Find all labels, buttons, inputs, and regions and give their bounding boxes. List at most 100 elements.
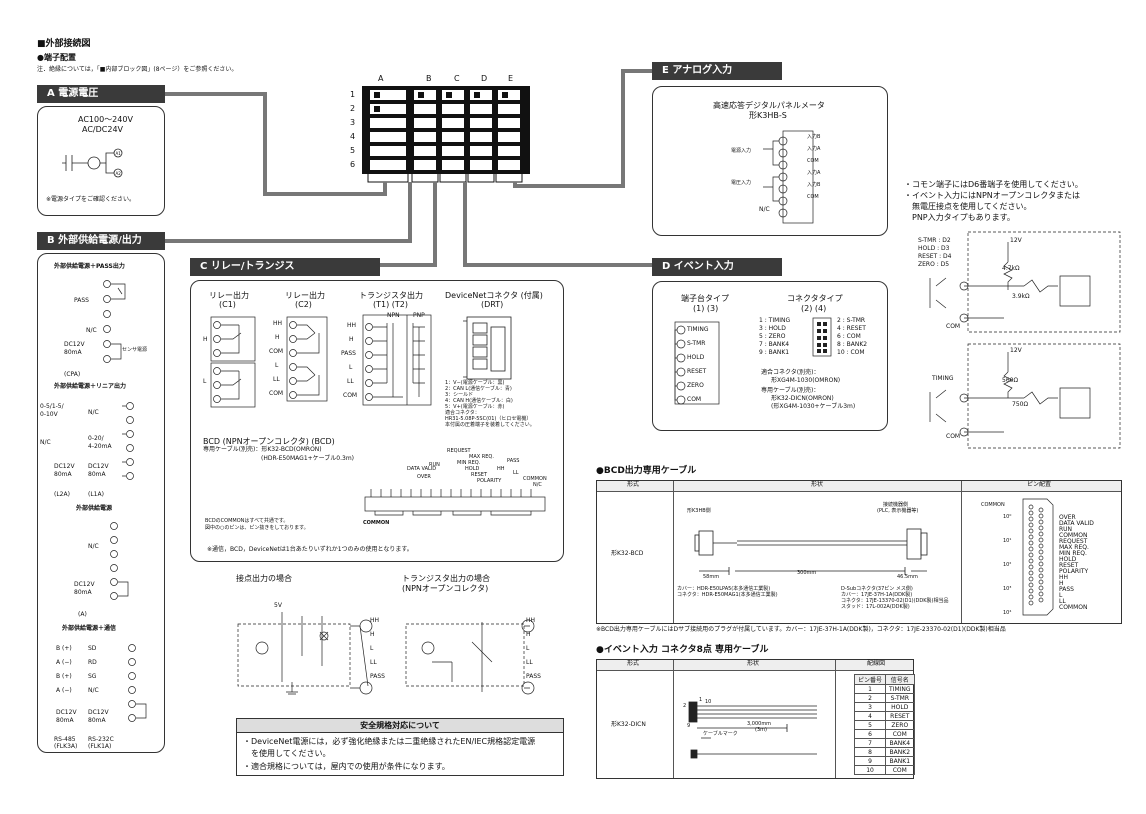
b-g4-r3: B (+) [56,673,72,680]
transistor-output-title: トランジスタ出力の場合 [402,574,490,583]
b-g3-80: 80mA [74,589,92,596]
safety-line-1: ・DeviceNet電源には，必ず強化絶縁または二重絶縁されたEN/IEC規格認… [243,737,536,746]
wiring-header-signal: 信号名 [885,674,915,685]
b-group4-diagram [128,644,147,722]
tr-com: COM [343,392,358,399]
d-terminal-title: 端子台タイプ [681,294,729,303]
contact-output-title: 接点出力の場合 [236,574,292,583]
relay2-code: (C2) [295,300,312,309]
wiring-signal: ZERO [885,720,915,730]
devnet-note-3: 3：シールド [445,392,474,398]
pin-group-3: 10³ [1003,586,1012,592]
bcd-right-spec1: D-Subコネクタ(37ピン メス側) [841,586,913,592]
bcd-cable-footnote: ※BCD出力専用ケーブルにはDサブ接続用のプラグが付属しています。カバー：17J… [596,626,1006,633]
wiring-header-pin: ピン番号 [853,674,887,685]
col-label-a: A [378,74,384,83]
pin-lbl-10: HH [1059,574,1069,581]
d-lbl-zero: ZERO [687,382,704,389]
wiring-pin: 7 [853,738,887,748]
e-lbl-4: 入力A [807,170,821,176]
bcd-cable-table: 形式 形状 ピン配置 形K32-BCD 形K3HB側 接続機器側 (PLC, 表… [596,480,1122,624]
bcd-lbl-minreq: MIN REQ. [457,460,481,466]
e-vin-label: 電圧入力 [731,180,752,186]
bcd-lbl-polarity: POLARITY [477,478,502,484]
bcd-lbl-pass: PASS [507,458,520,464]
wiring-pin: 2 [853,693,887,703]
devnet-note-4: 4：CAN H(通信ケーブル：白) [445,398,513,404]
ec-r3: 560Ω [1002,377,1019,384]
d-conn-r4: 8 : BANK2 [837,341,868,348]
pin-group-0: 10⁰ [1003,514,1012,520]
ec-timing: TIMING [932,375,954,382]
transistor-output-subtitle: (NPNオープンコレクタ) [402,584,489,593]
bcd-plc-side: 接続機器側 [883,502,909,508]
pin-lbl-11: H [1059,580,1064,587]
co-l: L [370,645,374,652]
section-subtitle: ●端子配置 [37,53,76,62]
e-nc-label: N/C [759,206,770,213]
to-pass: PASS [526,673,541,680]
b-group3-diagram [110,522,129,600]
bcd-cable-title: ●BCD出力専用ケーブル [596,466,697,476]
row-label-4: 4 [350,132,356,141]
bcd-col-div-1 [673,481,674,623]
tr-l: L [349,364,353,371]
voltage-ac: AC100～240V [78,115,133,124]
bcd-col-model: 形式 [627,481,640,488]
ec-zero: ZERO : D5 [918,261,950,268]
b-g4-flk3a: (FLK3A) [54,743,78,750]
bcd-left-spec1: カバー：HDR-E50LPA5(本多通信工業製) [677,586,771,592]
bcd-col-shape: 形状 [811,481,824,488]
comm-footnote: ※通信，BCD，DeviceNetは1台あたりいずれか1つのみの使用となります。 [207,546,413,553]
tr-pass: PASS [341,350,356,357]
event-note-1: ・コモン端子にはD6番端子を使用してください。 [904,180,1083,189]
b-g4-dc: DC12V [56,709,77,716]
d-terminal-diagram [674,321,720,405]
section-c-header: C リレー/トランジスタ/BCD/DeviceNet [190,258,380,290]
d-connector-code: (2) (4) [801,304,827,313]
power-symbol: A1 A2 [62,148,123,178]
col-label-b: B [426,74,432,83]
b-g4-80: 80mA [56,717,74,724]
row-label-6: 6 [350,160,356,169]
terminal-block: A B C D E 1 2 3 4 5 6 [350,74,532,183]
wiring-header-row: ピン番号 信号名 [853,674,915,685]
v5-label: 5V [274,602,282,609]
wiring-pin: 10 [853,765,887,775]
pin-common-top: COMMON [981,502,1005,508]
safety-line-2: を使用してください。 [243,749,331,758]
section-a-header: A 電源電圧 [37,85,165,103]
safety-title: 安全規格対応について [237,719,563,733]
ec-r2: 3.9kΩ [1012,293,1030,300]
section-b-header: B 外部供給電源/出力 [37,232,165,250]
b-dc12v: DC12V [64,341,85,348]
event-len2: (3m) [755,727,767,733]
relay1-h: H [203,336,208,343]
d-lbl-com: COM [687,396,702,403]
b-g3-code: (A) [78,611,87,618]
bcd-lbl-nc: N/C [533,482,542,488]
bcd-col-pin: ピン配置 [1027,481,1052,488]
wiring-signal: HOLD [885,702,915,712]
bcd-common-label: COMMON [363,520,390,526]
wiring-pin: 1 [853,684,887,694]
wiring-pin: 8 [853,747,887,757]
pin-group-2: 10² [1003,562,1012,568]
a2-label: A2 [116,171,122,176]
bcd-lbl-reset: RESET [471,472,488,478]
relay1-l: L [203,378,207,385]
b-g4-r4: A (−) [56,687,72,694]
d-fit-model: 形XG4M-1030(OMRON) [771,377,841,384]
bcd-lbl-run: RUN [429,462,440,468]
to-l: L [526,645,530,652]
e-psu-label: 電源入力 [731,148,752,154]
e-lbl-2: 入力A [807,146,821,152]
wiring-signal: RESET [885,711,915,721]
to-ll: LL [526,659,533,666]
